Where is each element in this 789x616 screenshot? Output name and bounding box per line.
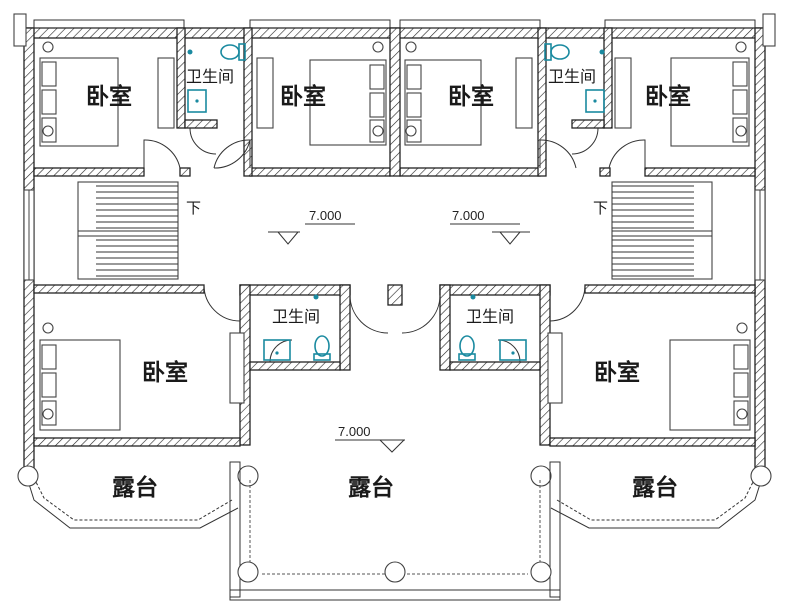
bathroom-label-mid-right: 卫生间 <box>466 307 514 326</box>
bedroom-label-top-left: 卧室 <box>86 83 132 110</box>
terrace-right <box>530 465 772 529</box>
terrace-center <box>229 461 561 601</box>
elevation-marker-center <box>335 439 405 453</box>
elevation-label-right: 7.000 <box>452 208 485 223</box>
bedroom-label-bottom-right: 卧室 <box>594 359 640 386</box>
wardrobes <box>157 57 632 404</box>
elevation-label-center: 7.000 <box>338 424 371 439</box>
beds <box>39 41 751 431</box>
bathroom-fixtures <box>187 43 605 361</box>
stair-down-label-right: 下 <box>593 199 608 217</box>
bedroom-label-top-mid-left: 卧室 <box>280 83 326 110</box>
bedroom-label-top-right: 卧室 <box>645 83 691 110</box>
stair-down-label-left: 下 <box>186 199 201 217</box>
elevation-label-left: 7.000 <box>309 208 342 223</box>
bathroom-label-top-right: 卫生间 <box>548 67 596 86</box>
windows <box>23 189 766 281</box>
elevation-marker-right <box>450 223 530 245</box>
terrace-left <box>17 465 259 529</box>
bathroom-label-top-left: 卫生间 <box>186 67 234 86</box>
terrace-label-center: 露台 <box>348 474 394 501</box>
bedroom-label-top-mid-right: 卧室 <box>448 83 494 110</box>
bathroom-label-mid-left: 卫生间 <box>272 307 320 326</box>
bedroom-label-bottom-left: 卧室 <box>142 359 188 386</box>
elevation-marker-left <box>268 223 355 245</box>
terrace-label-right: 露台 <box>632 474 678 501</box>
terrace-label-left: 露台 <box>112 474 158 501</box>
stair-treads <box>96 185 694 277</box>
